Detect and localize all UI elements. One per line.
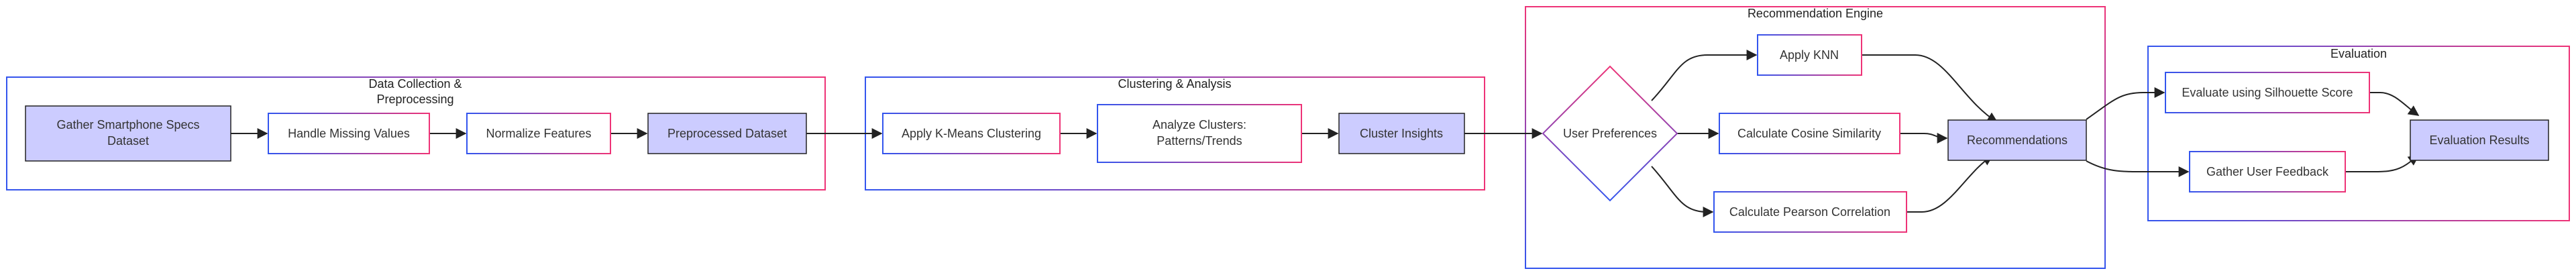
node-silhouette-label: Evaluate using Silhouette Score bbox=[2182, 86, 2353, 99]
cluster-data-collection-title-line1: Data Collection & bbox=[368, 77, 462, 91]
cluster-evaluation: Evaluation bbox=[2147, 46, 2570, 221]
node-cosine[interactable]: Calculate Cosine Similarity bbox=[1719, 113, 1900, 154]
node-preprocessed-label: Preprocessed Dataset bbox=[667, 127, 787, 140]
node-preprocessed[interactable]: Preprocessed Dataset bbox=[647, 113, 807, 154]
node-analyze-label-line2: Patterns/Trends bbox=[1157, 134, 1242, 148]
node-cosine-label: Calculate Cosine Similarity bbox=[1737, 127, 1881, 140]
edge-silhouette-to-results bbox=[2369, 92, 2420, 116]
edge-pearson-to-recommendations bbox=[1907, 155, 1994, 213]
edge-cosine-to-recommendations bbox=[1900, 132, 1948, 144]
node-silhouette[interactable]: Evaluate using Silhouette Score bbox=[2165, 72, 2370, 113]
node-evaluation-results[interactable]: Evaluation Results bbox=[2410, 119, 2549, 161]
node-feedback-label: Gather User Feedback bbox=[2206, 165, 2329, 178]
node-insights[interactable]: Cluster Insights bbox=[1338, 113, 1465, 154]
cluster-data-collection-title-line2: Preprocessing bbox=[376, 93, 453, 106]
node-feedback[interactable]: Gather User Feedback bbox=[2189, 151, 2346, 192]
node-insights-label: Cluster Insights bbox=[1360, 127, 1443, 140]
node-handle-missing[interactable]: Handle Missing Values bbox=[268, 113, 430, 154]
cluster-recommendation-engine: Recommendation Engine bbox=[1525, 6, 2106, 269]
node-gather-specs-label-line1: Gather Smartphone Specs bbox=[56, 118, 199, 131]
edge-knn-to-recommendations bbox=[1862, 54, 1998, 123]
edge-feedback-to-results bbox=[2345, 155, 2420, 172]
node-user-preferences-label: User Preferences bbox=[1563, 127, 1657, 140]
node-analyze[interactable]: Analyze Clusters: Patterns/Trends bbox=[1097, 104, 1302, 163]
edge-preferences-to-knn bbox=[1651, 50, 1758, 101]
edge-recommendations-to-feedback bbox=[2086, 160, 2190, 177]
node-kmeans[interactable]: Apply K-Means Clustering bbox=[882, 113, 1061, 154]
edge-recommendations-to-silhouette bbox=[2086, 87, 2165, 120]
node-gather-specs-label-line2: Dataset bbox=[107, 134, 149, 148]
node-knn-label: Apply KNN bbox=[1780, 48, 1839, 62]
node-recommendations-label: Recommendations bbox=[1967, 133, 2068, 147]
node-pearson[interactable]: Calculate Pearson Correlation bbox=[1713, 191, 1907, 233]
node-knn[interactable]: Apply KNN bbox=[1757, 34, 1862, 76]
node-recommendations[interactable]: Recommendations bbox=[1947, 119, 2087, 161]
cluster-clustering-analysis-title: Clustering & Analysis bbox=[1118, 77, 1231, 91]
edge-preferences-to-pearson bbox=[1651, 166, 1714, 217]
node-normalize-label: Normalize Features bbox=[486, 127, 591, 140]
cluster-evaluation-title: Evaluation bbox=[2330, 47, 2387, 60]
node-analyze-label-line1: Analyze Clusters: bbox=[1152, 118, 1246, 131]
node-evaluation-results-label: Evaluation Results bbox=[2429, 133, 2529, 147]
node-kmeans-label: Apply K-Means Clustering bbox=[902, 127, 1041, 140]
node-gather-specs[interactable]: Gather Smartphone Specs Dataset bbox=[25, 105, 231, 162]
cluster-recommendation-engine-title: Recommendation Engine bbox=[1748, 7, 1883, 20]
node-user-preferences[interactable]: User Preferences bbox=[1542, 65, 1678, 202]
node-normalize[interactable]: Normalize Features bbox=[466, 113, 611, 154]
node-pearson-label: Calculate Pearson Correlation bbox=[1729, 205, 1890, 219]
node-handle-missing-label: Handle Missing Values bbox=[288, 127, 410, 140]
